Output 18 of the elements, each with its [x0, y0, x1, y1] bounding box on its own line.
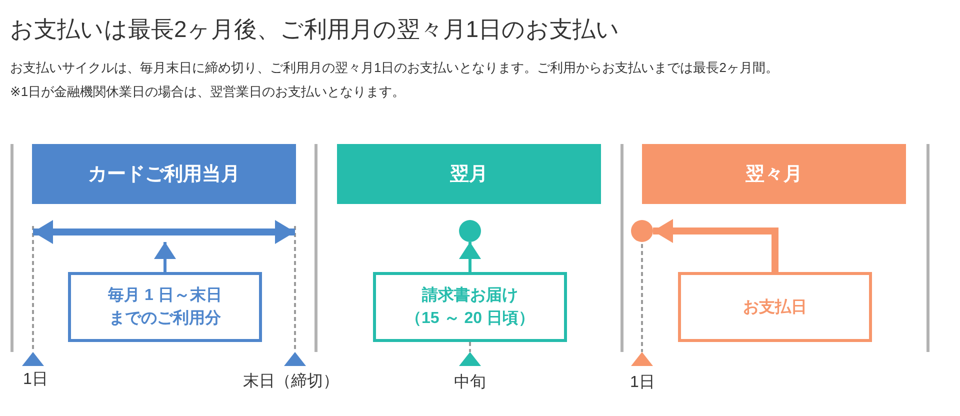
date-label: 末日（締切）	[243, 372, 339, 392]
date-label: 中旬	[454, 372, 486, 393]
timeline-dot	[459, 220, 481, 242]
month-header-band: 翌月	[337, 144, 601, 204]
arrow	[154, 242, 176, 272]
date-label: 1日	[23, 370, 48, 390]
title: お支払いは最長2ヶ月後、ご利用月の翌々月1日のお支払い	[10, 15, 620, 44]
month-header-band: 翌々月	[642, 144, 906, 204]
callout-box: お支払日	[678, 272, 872, 342]
callout-box: 請求書お届け（15 ～ 20 日頃）	[373, 272, 567, 342]
arrow	[653, 219, 778, 272]
date-label: 1日	[630, 373, 655, 393]
timeline-dot	[631, 220, 653, 242]
note-text: ※1日が金融機関休業日の場合は、翌営業日のお支払いとなります。	[10, 83, 406, 101]
description-text: お支払いサイクルは、毎月末日に締め切り、ご利用月の翌々月1日のお支払いとなります。ご利用からお支払いまでは最長2ヶ月間。	[10, 59, 778, 77]
callout-box: 毎月 1 日～末日までのご利用分	[68, 272, 262, 342]
month-header-band: カードご利用当月	[32, 144, 296, 204]
arrow	[459, 242, 481, 272]
